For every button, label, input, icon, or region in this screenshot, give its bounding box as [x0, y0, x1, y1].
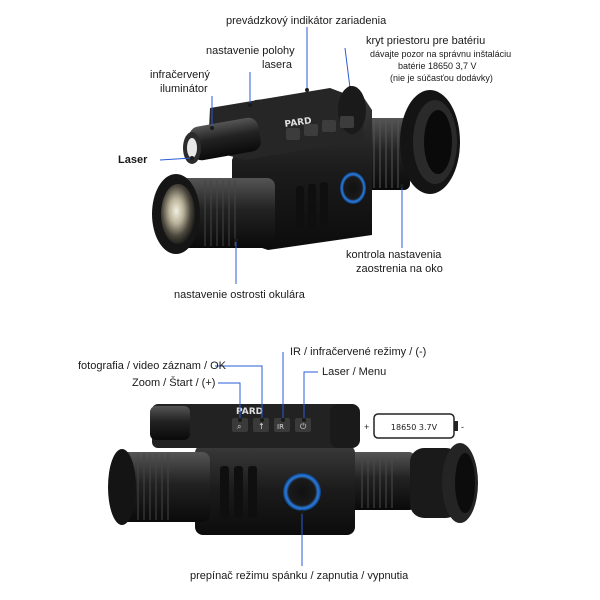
- ir-illuminator-top: [183, 117, 261, 164]
- brand-logo-top: PARD: [284, 116, 312, 130]
- battery-minus: -: [461, 422, 464, 432]
- button-ir-label: IR: [277, 423, 284, 431]
- bottom-main-body: [195, 445, 355, 535]
- label-diopter-1: kontrola nastavenia: [346, 249, 442, 261]
- svg-text:⌕: ⌕: [237, 422, 241, 431]
- label-laser-position-2: lasera: [262, 59, 292, 71]
- svg-text:⏻: ⏻: [300, 422, 307, 431]
- bottom-leader-dots: [238, 418, 306, 514]
- svg-text:↑: ↑: [258, 422, 265, 431]
- label-ir-illuminator-1: infračervený: [150, 69, 210, 81]
- label-battery-cover: kryt priestoru pre batériu: [366, 35, 486, 47]
- battery-cap-bottom: [330, 404, 360, 448]
- objective-bottom: [108, 449, 210, 525]
- eyepiece-bottom: [345, 443, 478, 523]
- objective-top: [152, 174, 275, 254]
- power-knob-top: [340, 172, 366, 204]
- top-leader-lines: [159, 27, 403, 284]
- battery-label: 18650 3.7V: [391, 423, 438, 432]
- label-ir-illuminator-2: iluminátor: [160, 83, 208, 95]
- label-laser-position-1: nastavenie polohy: [206, 45, 295, 57]
- label-laser: Laser: [118, 154, 148, 166]
- power-knob-bottom: [283, 473, 321, 511]
- battery-icon: 18650 3.7V + -: [364, 413, 464, 439]
- top-buttons: [286, 116, 354, 140]
- top-scope: PARD: [152, 86, 460, 254]
- brand-logo-bottom: PARD: [236, 407, 263, 417]
- label-battery-note-3: (nie je súčasťou dodávky): [390, 73, 493, 83]
- bottom-side-grip: [220, 466, 257, 518]
- label-battery-note-2: batérie 18650 3,7 V: [398, 61, 477, 71]
- label-battery-note-1: dávajte pozor na správnu inštaláciu: [370, 49, 512, 59]
- ir-illuminator-bottom: [150, 406, 190, 440]
- label-device-indicator: prevádzkový indikátor zariadenia: [226, 15, 387, 27]
- bottom-leader-lines: [215, 352, 318, 566]
- top-side-grip: [296, 182, 328, 230]
- bottom-scope: ⌕ ↑ IR ⏻ PARD: [108, 404, 478, 535]
- eyepiece-top: [360, 90, 460, 194]
- label-ir-modes: IR / infračervené režimy / (-): [290, 346, 427, 358]
- bottom-buttons: ⌕ ↑ IR ⏻: [232, 418, 311, 432]
- label-sleep-power-switch: prepínač režimu spánku / zapnutia / vypn…: [190, 570, 409, 582]
- label-eyepiece-focus: nastavenie ostrosti okulára: [174, 289, 305, 301]
- battery-plus: +: [364, 422, 369, 432]
- label-zoom-start: Zoom / Štart / (+): [132, 377, 216, 389]
- label-diopter-2: zaostrenia na oko: [356, 263, 443, 275]
- label-photo-video-ok: fotografia / video záznam / OK: [78, 360, 226, 372]
- top-leader-dots: [190, 86, 404, 242]
- label-laser-menu: Laser / Menu: [322, 366, 387, 378]
